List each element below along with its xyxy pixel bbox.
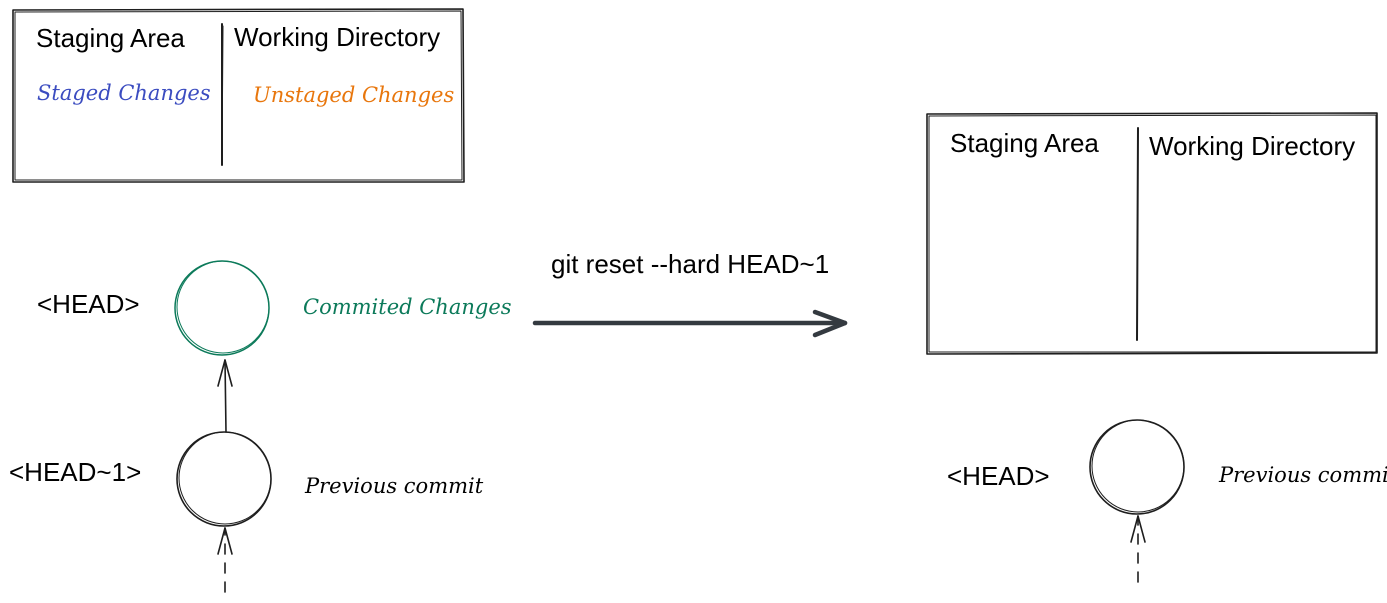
before-staging-area-title: Staging Area: [36, 23, 185, 53]
after-previous-commit-label: Previous commit: [1218, 463, 1387, 487]
previous-commit-label: Previous commit: [304, 474, 484, 498]
staged-changes-label: Staged Changes: [37, 81, 211, 105]
head-label: <HEAD>: [37, 289, 140, 319]
previous-commit-circle: [176, 431, 272, 527]
after-head-label: <HEAD>: [947, 461, 1050, 491]
after-divider: [1136, 127, 1139, 341]
head-commit-circle: [174, 260, 270, 356]
after-working-directory-title: Working Directory: [1149, 131, 1355, 161]
commited-changes-label: Commited Changes: [303, 295, 512, 319]
head-prev-label: <HEAD~1>: [9, 457, 141, 487]
after-head-commit-circle: [1089, 419, 1185, 515]
history-dashed-arrow: [217, 527, 233, 593]
before-index-box: [12, 8, 465, 183]
after-history-dashed-arrow: [1130, 515, 1146, 583]
after-staging-area-title: Staging Area: [950, 128, 1099, 158]
transition-arrow: [532, 309, 848, 338]
parent-arrow: [217, 359, 233, 433]
before-working-directory-title: Working Directory: [234, 22, 440, 52]
after-index-box: [926, 112, 1378, 355]
command-label: git reset --hard HEAD~1: [551, 249, 829, 279]
unstaged-changes-label: Unstaged Changes: [253, 83, 454, 107]
